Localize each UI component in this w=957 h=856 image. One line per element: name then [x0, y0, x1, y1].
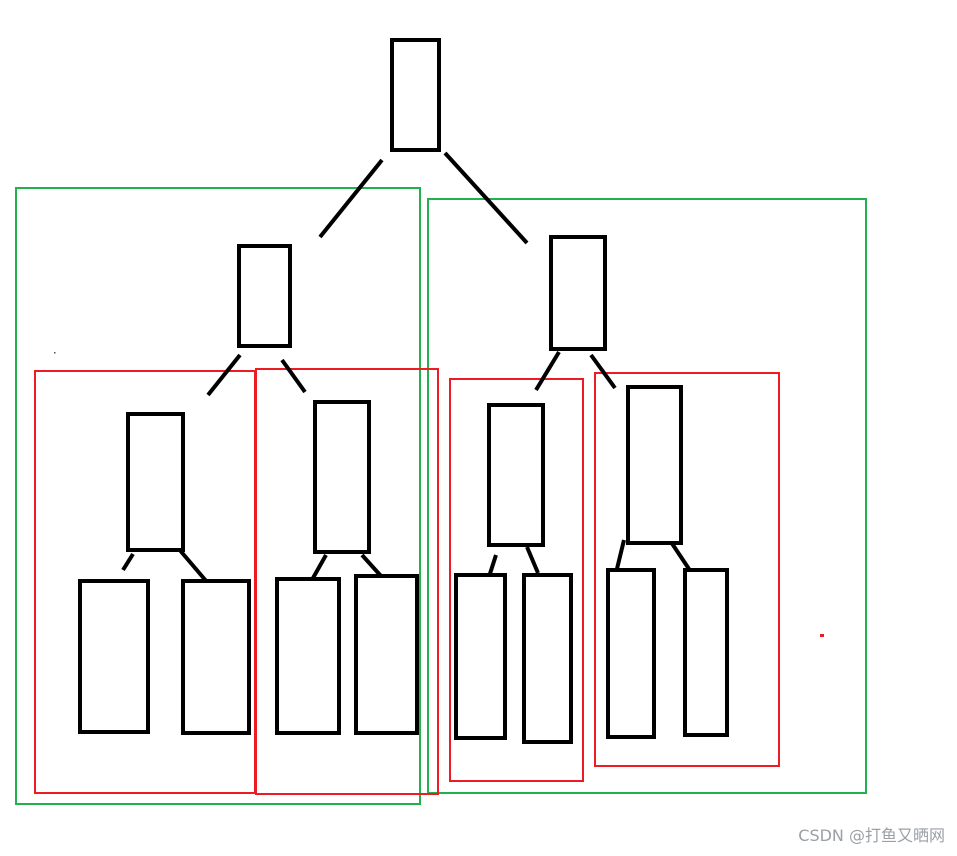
tree-node-RRR [683, 568, 729, 737]
tree-node-R [549, 235, 607, 351]
edge-root-L [318, 158, 384, 239]
groups-layer [15, 187, 867, 805]
tree-node-LRR [354, 574, 419, 735]
group-box-left-subtree [15, 187, 421, 805]
edge-L-LR [280, 358, 307, 394]
tree-node-LL [126, 412, 185, 552]
group-box-RL-subtree [449, 378, 584, 782]
group-box-RR-subtree [594, 372, 780, 767]
specks-layer [54, 352, 824, 637]
tree-node-RR [626, 385, 683, 545]
edge-root-R [443, 151, 529, 245]
watermark-text: CSDN @打鱼又晒网 [798, 826, 945, 845]
group-box-LR-subtree [255, 368, 439, 795]
edge-LL-LLR [176, 546, 209, 584]
tree-node-LLR [181, 579, 251, 735]
tree-node-RL [487, 403, 545, 547]
tree-node-L [237, 244, 292, 348]
tree-node-LRL [275, 577, 341, 735]
stray-dark-dot [54, 352, 56, 354]
edge-RL-RLR [525, 546, 540, 574]
tree-node-RLR [522, 573, 573, 744]
tree-node-RLL [454, 573, 507, 740]
tree-node-LR [313, 400, 371, 554]
stray-red-dot [820, 634, 824, 637]
tree-node-root [390, 38, 441, 152]
tree-node-RRL [606, 568, 656, 739]
edge-LL-LLL [121, 552, 135, 572]
edge-R-RR [589, 353, 617, 390]
tree-node-LLL [78, 579, 150, 734]
nodes-layer [78, 38, 729, 744]
group-box-right-subtree [427, 198, 867, 794]
edge-LR-LRL [311, 554, 328, 579]
edge-R-RL [534, 350, 561, 392]
edge-L-LL [206, 353, 242, 397]
